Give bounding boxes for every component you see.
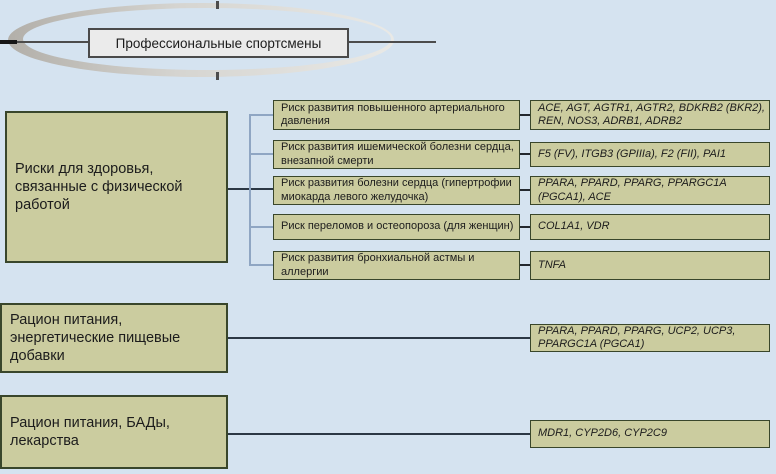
risk-box-fractures-osteoporosis: Риск переломов и остеопороза (для женщин… [273,214,520,240]
tick-mark-bottom [216,72,219,80]
connector-branch-1 [251,114,273,116]
section-nutrition-drugs-box: Рацион питания, БАДы, лекарства [0,395,228,469]
gene-box-asthma-allergy: TNFA [530,251,770,280]
connector-section-3 [228,433,530,435]
section-nutrition-supplements-box: Рацион питания, энергетические пищевые д… [0,303,228,373]
gene-box-fractures-osteoporosis: COL1A1, VDR [530,214,770,240]
tick-mark-top [216,1,219,9]
title-axis-line-cap [0,40,17,44]
gene-box-nutrition-drugs: MDR1, CYP2D6, CYP2C9 [530,420,770,448]
gene-list: MDR1, CYP2D6, CYP2C9 [538,427,667,440]
gene-box-heart-hypertrophy: PPARA, PPARD, PPARG, PPARGC1A (PGCA1), A… [530,176,770,205]
gene-list: COL1A1, VDR [538,220,610,233]
risk-box-blood-pressure: Риск развития повышенного артериального … [273,100,520,130]
risk-box-heart-hypertrophy: Риск развития болезни сердца (гипертрофи… [273,176,520,205]
gene-list: PPARA, PPARD, PPARG, UCP2, UCP3, PPARGC1… [538,324,736,350]
connector-branch-4 [251,226,273,228]
risk-label: Риск развития бронхиальной астмы и аллер… [281,252,475,278]
gene-box-blood-pressure: ACE, AGT, AGTR1, AGTR2, BDKRB2 (BKR2), R… [530,100,770,130]
section-health-risks-box: Риски для здоровья, связанные с физическ… [5,111,228,263]
connector-risk-gene-5 [520,264,530,266]
connector-section-2 [228,337,530,339]
gene-box-nutrition-supplements: PPARA, PPARD, PPARG, UCP2, UCP3, PPARGC1… [530,324,770,352]
connector-branch-5 [251,264,273,266]
risk-box-asthma-allergy: Риск развития бронхиальной астмы и аллер… [273,251,520,280]
connector-risk-gene-1 [520,114,530,116]
diagram-title: Профессиональные спортсмены [88,28,349,58]
connector-branch-vertical [249,114,251,266]
gene-list: ACE, AGT, AGTR1, AGTR2, BDKRB2 (BKR2), R… [538,101,765,127]
gene-list: PPARA, PPARD, PPARG, PPARGC1A (PGCA1), A… [538,177,727,203]
risk-label: Риск развития болезни сердца (гипертрофи… [281,177,512,203]
risk-label: Риск переломов и остеопороза (для женщин… [281,220,514,233]
connector-risk-gene-4 [520,226,530,228]
section-nutrition-supplements-label: Рацион питания, энергетические пищевые д… [10,311,181,365]
risk-label: Риск развития повышенного артериального … [281,101,505,127]
section-nutrition-drugs-label: Рацион питания, БАДы, лекарства [10,414,170,449]
connector-branch-2 [251,153,273,155]
gene-list: TNFA [538,258,566,271]
connector-risk-gene-3 [520,189,530,191]
connector-risk-gene-2 [520,153,530,155]
section-health-risks-label: Риски для здоровья, связанные с физическ… [15,160,183,214]
gene-box-ischemic-heart: F5 (FV), ITGB3 (GPIIIa), F2 (FII), PAI1 [530,142,770,167]
diagram-title-label: Профессиональные спортсмены [115,35,322,51]
gene-list: F5 (FV), ITGB3 (GPIIIa), F2 (FII), PAI1 [538,147,727,160]
risk-label: Риск развития ишемической болезни сердца… [281,141,514,167]
risk-box-ischemic-heart: Риск развития ишемической болезни сердца… [273,140,520,169]
